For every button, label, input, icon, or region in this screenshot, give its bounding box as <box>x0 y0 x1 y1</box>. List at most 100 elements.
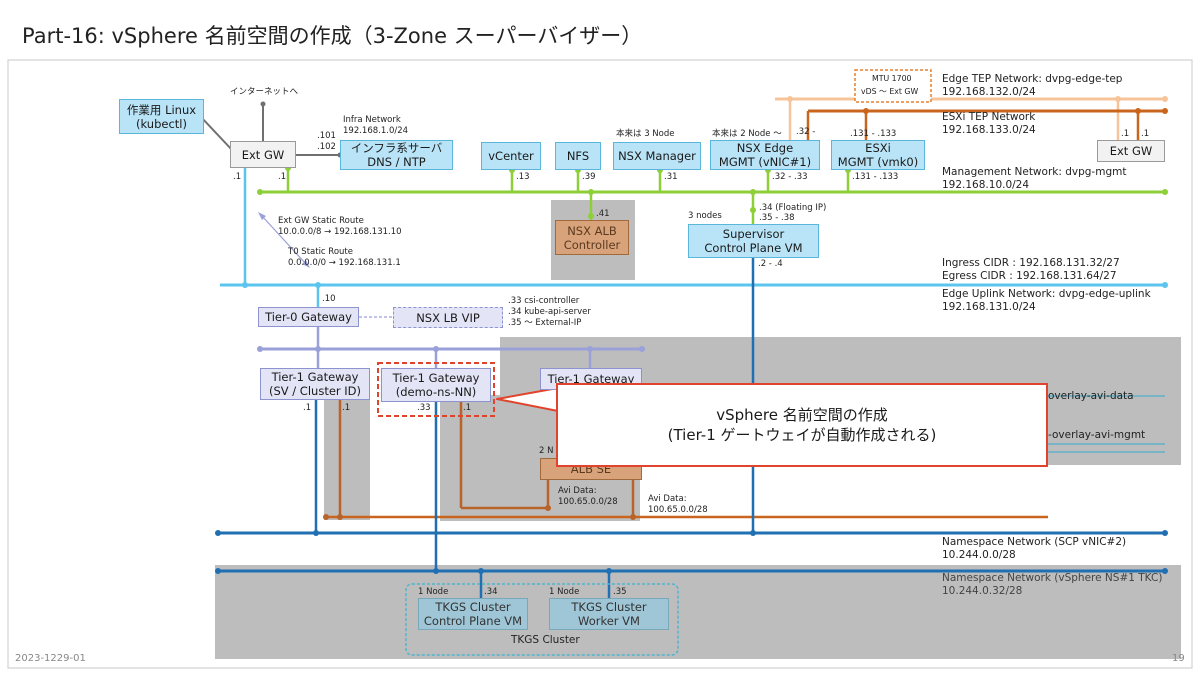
callout-line1: vSphere 名前空間の作成 <box>716 406 888 424</box>
footer-date: 2023-1229-01 <box>15 653 86 664</box>
mgmt-net-cidr: 192.168.10.0/24 <box>942 179 1030 191</box>
sup-ns-ip: .2 - .4 <box>758 259 783 269</box>
esxi-tep-cidr: 192.168.133.0/24 <box>942 124 1036 136</box>
ns-tkc-cidr: 10.244.0.32/28 <box>942 585 1023 597</box>
ip-101: .101 <box>317 131 336 141</box>
tkgs-w-line2: Worker VM <box>578 614 640 628</box>
nfs-box: NFS <box>555 142 601 170</box>
linux-box: 作業用 Linux (kubectl) <box>119 99 204 134</box>
nsx-alb-controller-box: NSX ALB Controller <box>555 220 629 255</box>
ip-102: .102 <box>317 142 336 152</box>
ext-gw-2-label: Ext GW <box>1109 144 1153 158</box>
vcenter-box: vCenter <box>481 142 541 170</box>
t0-ip: .10 <box>322 294 336 304</box>
ext-gw-label: Ext GW <box>241 147 285 162</box>
tkc-shade <box>215 565 1181 659</box>
page-title: Part-16: vSphere 名前空間の作成（3-Zone スーパーバイザー… <box>22 24 643 48</box>
note-2node: 本来は 2 Node ～ <box>712 129 782 139</box>
nsx-manager-box: NSX Manager <box>613 142 701 170</box>
tkgs-cluster-group <box>405 583 679 656</box>
t0-route: 0.0.0.0/0 → 192.168.131.1 <box>288 258 401 268</box>
t1demo-line1: Tier-1 Gateway <box>392 371 480 385</box>
infra-box-line1: インフラ系サーバ <box>350 141 443 155</box>
t1sv-line2: (SV / Cluster ID) <box>268 384 362 398</box>
nsx-lb-vip-box: NSX LB VIP <box>393 307 503 328</box>
infra-box-line2: DNS / NTP <box>367 155 426 169</box>
callout-box: vSphere 名前空間の作成 (Tier-1 ゲートウェイが自動作成される) <box>556 383 1048 467</box>
cp-ip: .34 <box>484 587 498 597</box>
uplink-net-name: Edge Uplink Network: dvpg-edge-uplink <box>942 288 1151 300</box>
mtu-box <box>854 69 932 103</box>
ingress-cidr: Ingress CIDR : 192.168.131.32/27 <box>942 257 1120 269</box>
nfs-label: NFS <box>566 149 590 163</box>
mtu-line1: MTU 1700 <box>872 74 912 83</box>
nsx-edge-box: NSX Edge MGMT (vNIC#1) <box>710 140 820 170</box>
ext-gw-box: Ext GW <box>230 141 296 168</box>
internet-label: インターネットへ <box>230 87 299 97</box>
tkgs-cluster-label: TKGS Cluster <box>511 634 580 646</box>
extgw-ip-a: .1 <box>233 172 242 182</box>
vcenter-ip: .13 <box>516 172 530 182</box>
uplink-net-cidr: 192.168.131.0/24 <box>942 301 1036 313</box>
linux-link <box>200 116 234 152</box>
new-tier1-highlight <box>377 362 495 417</box>
vip-35: .35 ～ External-IP <box>508 318 582 328</box>
t1demo-ip-b: .1 <box>463 403 472 413</box>
nsx-edge-line1: NSX Edge <box>736 141 794 155</box>
esxi-box-line2: MGMT (vmk0) <box>837 155 919 169</box>
vcenter-label: vCenter <box>488 149 534 163</box>
tier0-gateway-box: Tier-0 Gateway <box>258 307 359 327</box>
esxi-box: ESXi MGMT (vmk0) <box>831 140 925 170</box>
mtu-line2: vDS ～ Ext GW <box>861 87 919 96</box>
edge-tep-cidr: 192.168.132.0/24 <box>942 86 1036 98</box>
avi-data-net: overlay-avi-data <box>1048 390 1134 402</box>
t1sv-shade <box>324 400 370 520</box>
tier1-demo-box: Tier-1 Gateway (demo-ns-NN) <box>381 368 491 402</box>
static-route: 10.0.0.0/8 → 192.168.131.10 <box>278 227 402 237</box>
supervisor-line1: Supervisor <box>722 227 785 241</box>
tkgs-w-line1: TKGS Cluster <box>571 600 647 614</box>
t1demo-ip-a: .33 <box>417 403 431 413</box>
tkgs-cp-line2: Control Plane VM <box>423 614 523 628</box>
lb-vip-label: NSX LB VIP <box>416 310 480 325</box>
nsxmgr-ip: .31 <box>664 172 678 182</box>
vip-33: .33 csi-controller <box>508 296 580 306</box>
tkgs-cp-line1: TKGS Cluster <box>435 600 511 614</box>
alb-ip: .41 <box>596 209 610 219</box>
callout-line2: (Tier-1 ゲートウェイが自動作成される) <box>667 426 937 444</box>
mgmt-net-name: Management Network: dvpg-mgmt <box>942 166 1127 178</box>
vip-34: .34 kube-api-server <box>508 307 591 317</box>
linux-box-line1: 作業用 Linux <box>126 102 197 117</box>
tkgs-worker-box: TKGS Cluster Worker VM <box>549 598 669 630</box>
slide-frame <box>7 59 1193 669</box>
esxi-mgmt-ip: .131 - .133 <box>852 172 899 182</box>
infra-net-label: Infra Network <box>343 115 401 125</box>
esxi-box-line1: ESXi <box>865 141 891 155</box>
alb-box-line1: NSX ALB <box>567 223 617 238</box>
t1demo-line2: (demo-ns-NN) <box>395 385 477 399</box>
nsx-manager-label: NSX Manager <box>618 149 696 163</box>
two-n-label: 2 N <box>539 446 554 456</box>
ext-gw-2-box: Ext GW <box>1097 140 1165 162</box>
t0-route-title: T0 Static Route <box>288 247 353 257</box>
tier0-label: Tier-0 Gateway <box>265 310 352 324</box>
infra-server-box: インフラ系サーバ DNS / NTP <box>340 140 453 170</box>
edge-tep-name: Edge TEP Network: dvpg-edge-tep <box>942 73 1123 85</box>
tier1-sv-box: Tier-1 Gateway (SV / Cluster ID) <box>260 368 370 400</box>
nsx-edge-line2: MGMT (vNIC#1) <box>718 155 812 169</box>
note-3node: 本来は 3 Node <box>616 129 675 139</box>
supervisor-line2: Control Plane VM <box>704 241 803 255</box>
extgw2-ip1: .1 <box>1121 129 1130 139</box>
linux-box-line2: (kubectl) <box>136 116 187 131</box>
one-node-b: 1 Node <box>549 587 580 597</box>
esxi-tep-name: ESXi TEP Network <box>942 111 1036 123</box>
extgw2-ip2: .1 <box>1141 129 1150 139</box>
infra-cidr-label: 192.168.1.0/24 <box>343 126 409 136</box>
extgw-ip-b: .1 <box>278 172 287 182</box>
edge-tep-ip: .32 - <box>796 127 816 137</box>
t1third-label: Tier-1 Gateway <box>547 372 635 386</box>
avi-cidr-1: 100.65.0.0/28 <box>558 497 618 507</box>
avi-mgmt-net: -overlay-avi-mgmt <box>1048 429 1146 441</box>
ns-scp-cidr: 10.244.0.0/28 <box>942 549 1016 561</box>
